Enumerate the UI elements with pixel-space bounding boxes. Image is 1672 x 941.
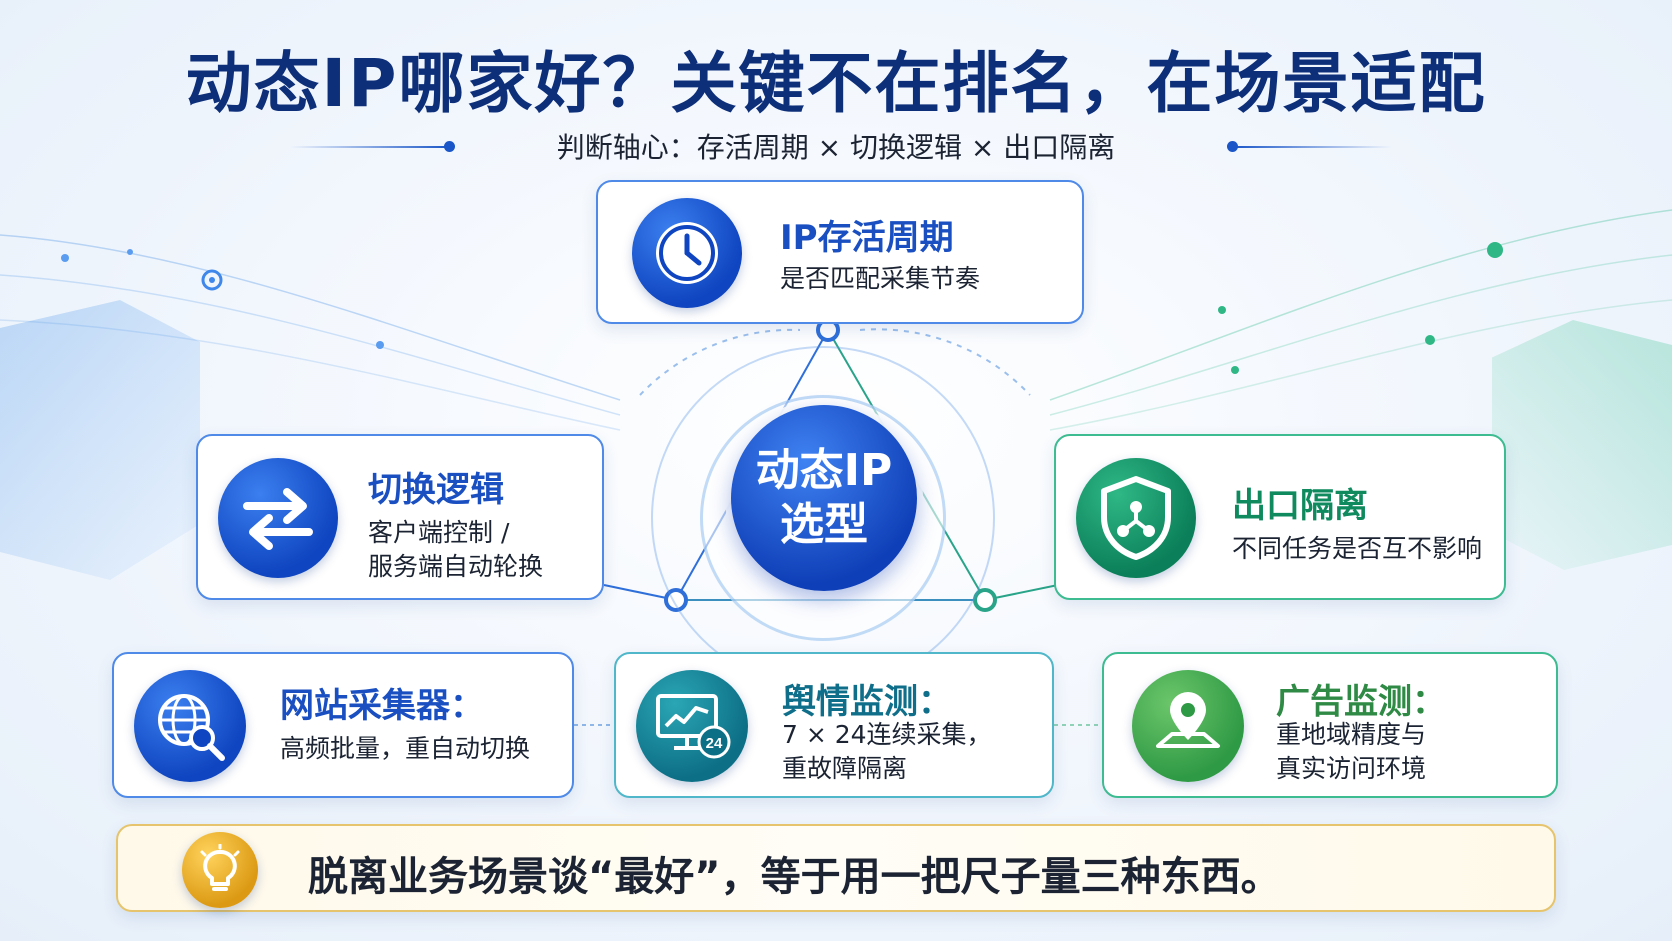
conclusion-text: 脱离业务场景谈“最好”，等于用一把尺子量三种东西。 <box>308 854 1281 900</box>
clock-icon <box>632 198 742 308</box>
globe-search-icon <box>134 670 246 782</box>
hub-label-line1: 动态IP <box>755 445 893 496</box>
badge-24-label: 24 <box>706 735 723 752</box>
map-pin-icon <box>1132 670 1244 782</box>
scenario-desc-opinion-line1: 7 × 24连续采集， <box>782 720 992 749</box>
scenario-title-opinion: 舆情监测： <box>782 682 952 722</box>
scenario-desc-opinion-line2: 重故障隔离 <box>782 754 908 783</box>
swap-arrows-icon <box>218 458 338 578</box>
factor-desc-survival: 是否匹配采集节奏 <box>780 264 981 293</box>
scenario-desc-scraper: 高频批量，重自动切换 <box>280 734 531 763</box>
scenario-card-opinion: 24 舆情监测： 7 × 24连续采集， 重故障隔离 <box>614 652 1054 798</box>
factor-desc-isolation: 不同任务是否互不影响 <box>1232 534 1483 563</box>
scenario-desc-ads-line2: 真实访问环境 <box>1276 754 1427 783</box>
subtitle: 判断轴心：存活周期 × 切换逻辑 × 出口隔离 <box>556 131 1116 164</box>
factor-title-switching: 切换逻辑 <box>368 470 504 510</box>
scenario-card-scraper: 网站采集器： 高频批量，重自动切换 <box>112 652 574 798</box>
subtitle-divider-right <box>1232 146 1392 148</box>
monitor-chart-24-icon: 24 <box>636 670 748 782</box>
scenario-card-ads: 广告监测： 重地域精度与 真实访问环境 <box>1102 652 1558 798</box>
left-data-graphic <box>0 300 200 580</box>
factor-card-switching: 切换逻辑 客户端控制 / 服务端自动轮换 <box>196 434 604 600</box>
factor-desc-switching-line1: 客户端控制 / <box>368 518 510 547</box>
right-data-graphic <box>1492 320 1672 570</box>
scenario-desc-ads-line1: 重地域精度与 <box>1276 720 1427 749</box>
factor-desc-switching-line2: 服务端自动轮换 <box>368 552 544 581</box>
subtitle-divider-left <box>290 146 450 148</box>
factor-title-isolation: 出口隔离 <box>1232 486 1368 526</box>
conclusion-bar: 脱离业务场景谈“最好”，等于用一把尺子量三种东西。 <box>116 824 1556 912</box>
subtitle-dot-left <box>444 141 455 152</box>
factor-card-isolation: 出口隔离 不同任务是否互不影响 <box>1054 434 1506 600</box>
factor-card-survival: IP存活周期 是否匹配采集节奏 <box>596 180 1084 324</box>
factor-title-survival: IP存活周期 <box>780 218 954 258</box>
scenario-title-ads: 广告监测： <box>1276 682 1446 722</box>
shield-network-icon <box>1076 458 1196 578</box>
hub-label-line2: 选型 <box>780 499 868 550</box>
hub-circle: 动态IP 选型 <box>731 405 917 591</box>
scenario-title-scraper: 网站采集器： <box>280 686 484 726</box>
page-title: 动态IP哪家好？关键不在排名，在场景适配 <box>185 45 1487 122</box>
lightbulb-icon <box>182 832 258 908</box>
